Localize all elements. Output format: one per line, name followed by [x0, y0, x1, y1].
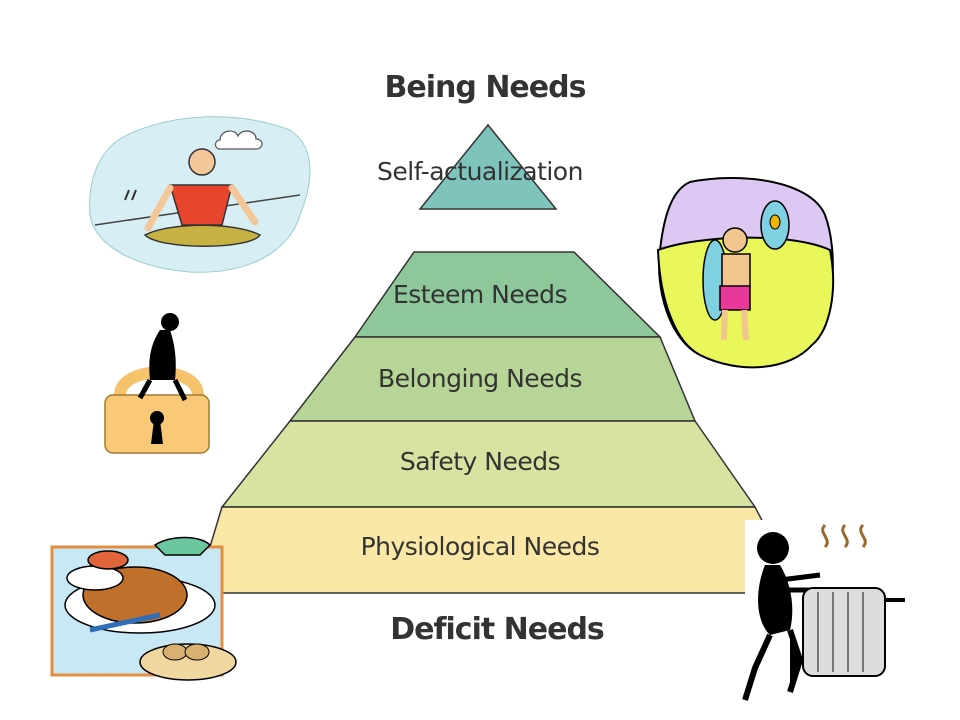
level-label-self-actualization: Self-actualization — [377, 157, 583, 186]
meditation-icon — [89, 116, 311, 273]
padlock-person-icon — [104, 313, 210, 454]
tier-self-actualization — [418, 123, 558, 210]
being-needs-heading: Being Needs — [384, 70, 587, 105]
hugging-icon — [656, 177, 835, 369]
level-label-belonging: Belonging Needs — [378, 364, 582, 393]
deficit-needs-heading: Deficit Needs — [390, 612, 605, 647]
radiator-person-icon — [742, 520, 960, 720]
level-label-safety: Safety Needs — [399, 447, 561, 476]
level-label-esteem: Esteem Needs — [392, 280, 568, 309]
level-label-physiological: Physiological Needs — [360, 532, 600, 561]
turkey-dinner-icon — [50, 536, 237, 681]
